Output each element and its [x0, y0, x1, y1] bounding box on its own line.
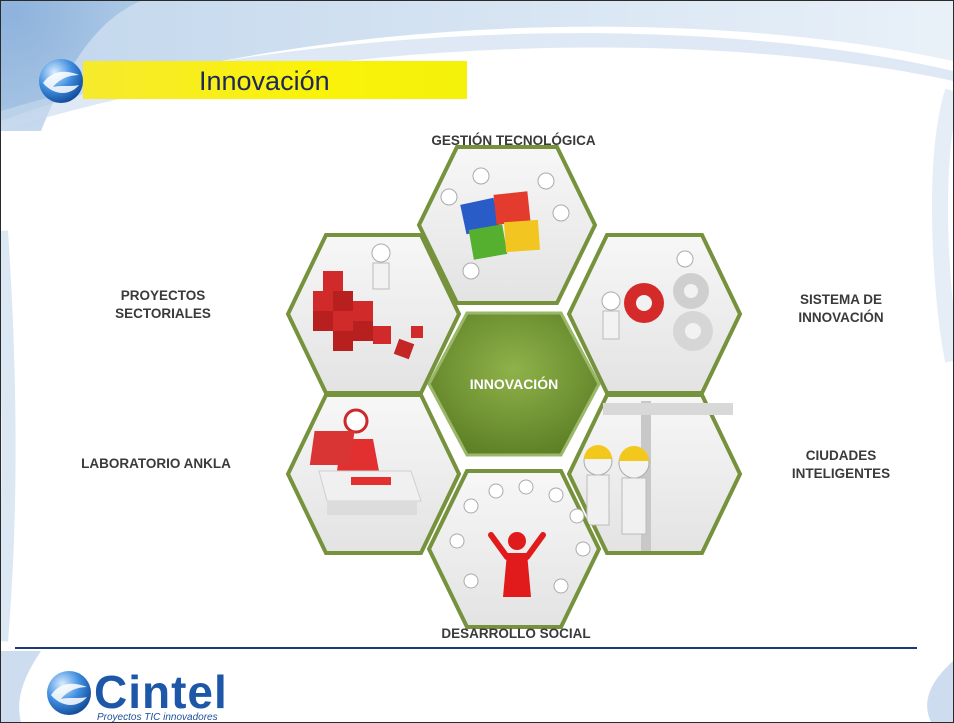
gears-image — [601, 250, 713, 351]
label-gestion-tecnologica: GESTIÓN TECNOLÓGICA — [431, 133, 596, 148]
hex-gestion-tecnologica — [416, 145, 598, 305]
hex-desarrollo-social — [426, 469, 602, 629]
hex-sistema-innovacion — [566, 233, 743, 395]
brand-logo-text: Cintel — [94, 666, 228, 718]
footer-divider — [15, 647, 917, 649]
cintel-logo-icon — [47, 671, 91, 715]
hex-innovacion-center — [427, 311, 601, 457]
label-ciudades-inteligentes: CIUDADES INTELIGENTES — [791, 448, 891, 481]
hex-laboratorio-ankla — [285, 393, 462, 555]
puzzle-team-image — [440, 167, 570, 280]
center-hexagon-label: INNOVACIÓN — [469, 376, 559, 392]
laptop-operator-image — [309, 408, 422, 515]
label-desarrollo-social: DESARROLLO SOCIAL — [441, 626, 591, 641]
hex-proyectos-sectoriales — [285, 233, 462, 395]
brand-tagline: Proyectos TIC innovadores — [97, 712, 218, 723]
hex-ciudades-inteligentes — [566, 393, 743, 555]
cintel-globe-icon — [39, 59, 83, 103]
label-sistema-innovacion: SISTEMA DE INNOVACIÓN — [798, 292, 884, 325]
title-bar — [83, 61, 467, 99]
page-title: Innovación — [199, 66, 330, 96]
hardhat-workers-image — [583, 401, 733, 551]
people-circle-image — [449, 479, 591, 597]
label-laboratorio-ankla: LABORATORIO ANKLA — [81, 456, 231, 471]
red-blocks-image — [313, 243, 423, 360]
label-proyectos-sectoriales: PROYECTOS SECTORIALES — [115, 288, 211, 321]
